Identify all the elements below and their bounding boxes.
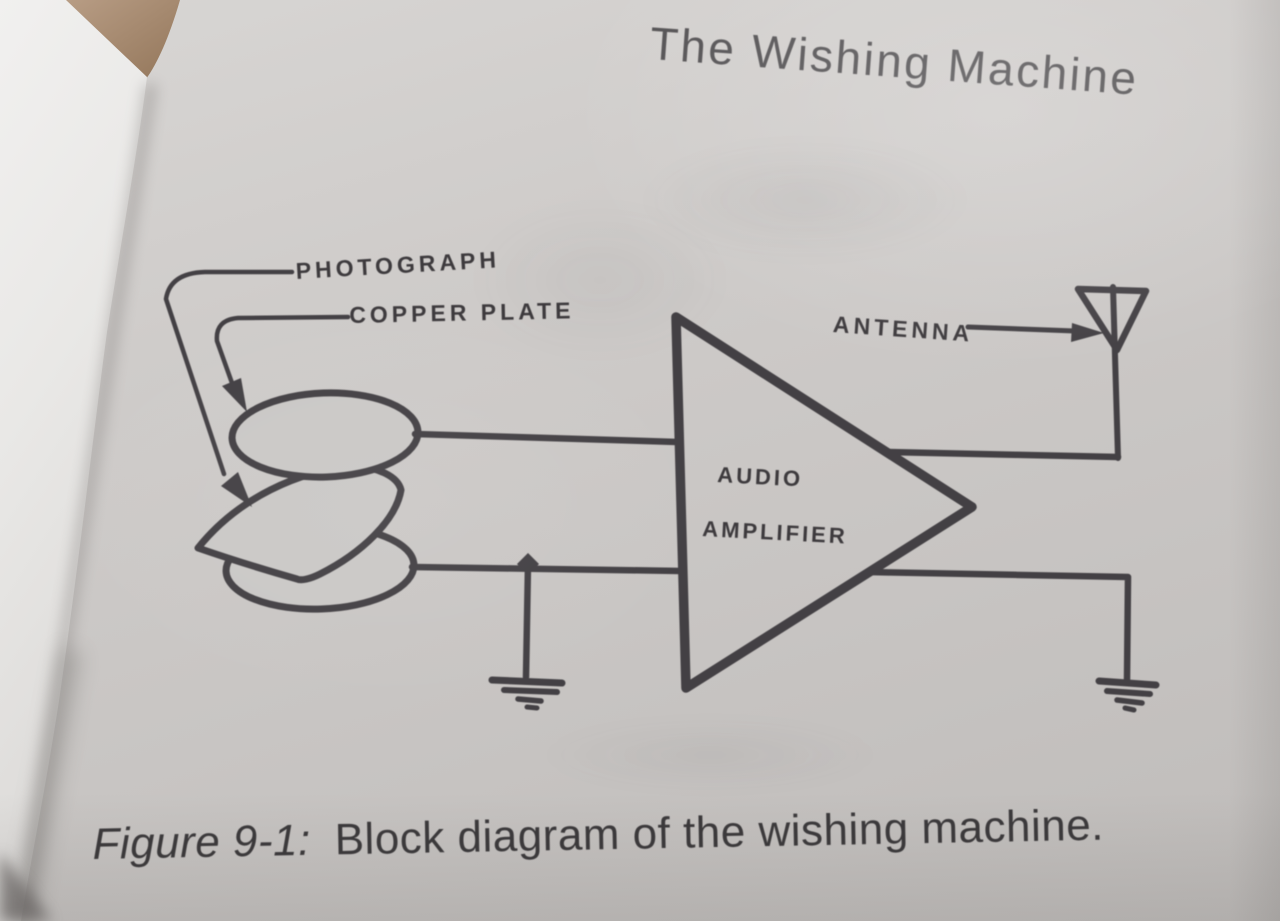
ground-stem-wire [522, 560, 532, 681]
wire-bottom-input [408, 563, 685, 575]
facing-page-edge [0, 0, 147, 921]
wire-bottom-output [864, 568, 1132, 684]
copper-plate-top-ellipse [228, 389, 422, 481]
wire-top-input [411, 430, 681, 446]
copper-plate-leader-line [214, 314, 351, 386]
photograph-leader-line [163, 269, 295, 477]
antenna-label-line [965, 324, 1078, 334]
gutter-shadow-lower [14, 648, 82, 921]
ground-icon [488, 676, 566, 711]
junction-icon [517, 553, 539, 575]
amplifier-label-line1: AUDIO [716, 462, 804, 492]
ground-icon [1095, 677, 1160, 713]
corner-shadow [0, 852, 52, 921]
antenna-mast-wire [1110, 284, 1121, 461]
amplifier-icon [671, 312, 977, 693]
antenna-icon [1074, 285, 1150, 354]
antenna-arrow-icon [1071, 323, 1104, 342]
copper-plate-label: COPPER PLATE [349, 297, 575, 328]
desk-surface-wedge [64, 0, 180, 79]
wire-top-output [882, 448, 1122, 461]
photograph-arrow-icon [221, 472, 252, 507]
figure-caption-number: Figure 9-1: [92, 815, 312, 869]
copper-plate-arrow-icon [222, 378, 247, 412]
